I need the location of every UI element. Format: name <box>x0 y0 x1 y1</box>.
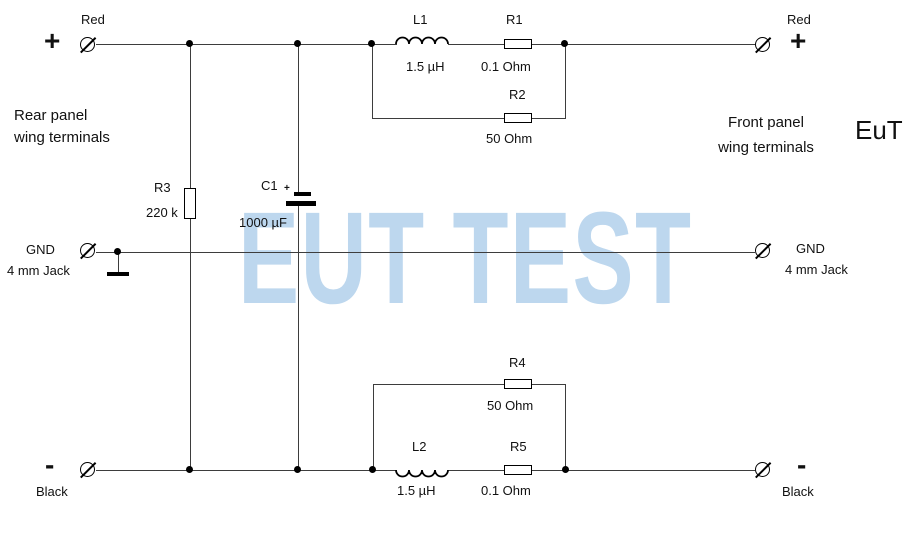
capacitor-c1-bottom-plate <box>286 201 316 206</box>
resistor-r1-symbol <box>504 39 532 49</box>
rear-panel-title-line2: wing terminals <box>14 129 110 146</box>
terminal-icon-front-ground <box>755 243 770 258</box>
c1-designator: C1 <box>261 178 278 193</box>
wire-bottom-right-segment <box>448 470 755 471</box>
junction-dot <box>186 40 193 47</box>
c1-value: 1000 µF <box>239 215 287 230</box>
wire-r4-branch-right <box>565 384 566 470</box>
l1-designator: L1 <box>413 12 428 27</box>
wire-top-right-segment <box>448 44 755 45</box>
inductor-l2-symbol <box>395 469 449 478</box>
junction-dot <box>294 466 301 473</box>
rear-panel-title-line1: Rear panel <box>14 107 88 124</box>
wire-bottom-left-segment <box>96 470 397 471</box>
rear-negative-wire-color-label: Black <box>36 484 68 499</box>
wire-r2-branch-right <box>565 44 566 118</box>
r2-value: 50 Ohm <box>486 131 533 146</box>
front-positive-wire-color-label: Red <box>787 12 811 27</box>
r1-designator: R1 <box>506 12 523 27</box>
r3-designator: R3 <box>154 180 171 195</box>
wire-c1-branch <box>298 44 299 471</box>
front-panel-title: Front panel wing terminals <box>703 110 829 160</box>
wire-top-left-segment <box>96 44 397 45</box>
r5-value: 0.1 Ohm <box>481 483 531 498</box>
r3-value: 220 k <box>146 205 178 220</box>
r4-designator: R4 <box>509 355 526 370</box>
terminal-icon-rear-ground <box>80 243 95 258</box>
ground-symbol-bar <box>107 272 129 276</box>
inductor-l1-symbol <box>395 36 449 45</box>
rear-ground-jack-label: 4 mm Jack <box>7 263 70 278</box>
resistor-r5-symbol <box>504 465 532 475</box>
front-panel-title-line1: Front panel <box>728 114 804 131</box>
rear-positive-sign: + <box>44 25 61 56</box>
front-panel-title-line2: wing terminals <box>718 139 814 156</box>
resistor-r2-symbol <box>504 113 532 123</box>
terminal-icon-rear-negative <box>80 462 95 477</box>
capacitor-c1-gap <box>293 196 304 202</box>
rear-positive-wire-color-label: Red <box>81 12 105 27</box>
wire-r4-branch-top <box>373 384 566 385</box>
resistor-r3-symbol <box>184 188 196 219</box>
front-ground-label: GND <box>796 241 825 256</box>
wire-r2-branch-bottom <box>372 118 566 119</box>
r5-designator: R5 <box>510 439 527 454</box>
resistor-r4-symbol <box>504 379 532 389</box>
watermark-text: EUT TEST <box>238 184 693 331</box>
rear-ground-label: GND <box>26 242 55 257</box>
ground-symbol-stem <box>118 252 119 273</box>
wire-ground-line <box>96 252 755 253</box>
capacitor-c1-polarity-mark: + <box>284 183 290 194</box>
wire-r2-branch-left <box>372 44 373 118</box>
junction-dot <box>369 466 376 473</box>
front-negative-wire-color-label: Black <box>782 484 814 499</box>
l2-designator: L2 <box>412 439 427 454</box>
l1-value: 1.5 µH <box>406 59 445 74</box>
rear-negative-sign: - <box>45 449 55 480</box>
junction-dot <box>294 40 301 47</box>
terminal-icon-front-positive <box>755 37 770 52</box>
front-negative-sign: - <box>797 449 807 480</box>
l2-value: 1.5 µH <box>397 483 436 498</box>
junction-dot <box>368 40 375 47</box>
junction-dot <box>562 466 569 473</box>
r2-designator: R2 <box>509 87 526 102</box>
r4-value: 50 Ohm <box>487 398 534 413</box>
wire-r4-branch-left <box>373 384 374 470</box>
r1-value: 0.1 Ohm <box>481 59 531 74</box>
eut-label: EuT <box>855 115 903 145</box>
rear-panel-title: Rear panel wing terminals <box>14 105 110 149</box>
junction-dot <box>186 466 193 473</box>
capacitor-c1-top-plate <box>294 192 311 196</box>
junction-dot <box>561 40 568 47</box>
terminal-icon-front-negative <box>755 462 770 477</box>
junction-dot <box>114 248 121 255</box>
terminal-icon-rear-positive <box>80 37 95 52</box>
wire-r3-branch <box>190 44 191 471</box>
front-positive-sign: + <box>790 25 807 56</box>
front-ground-jack-label: 4 mm Jack <box>785 262 848 277</box>
